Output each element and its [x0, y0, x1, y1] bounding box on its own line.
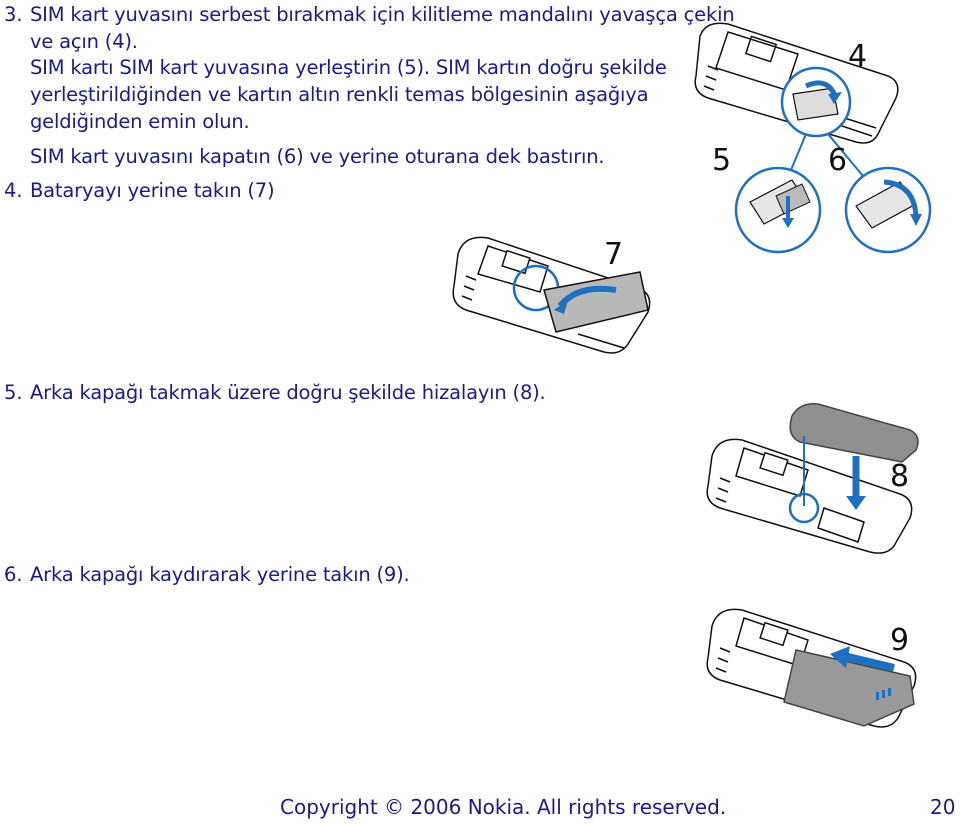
step-4-text: Bataryayı yerine takın (7) [30, 179, 275, 202]
step-6-text: Arka kapağı kaydırarak yerine takın (9). [30, 563, 410, 586]
step-3-line-5: geldiğinden emin olun. [30, 110, 250, 133]
battery [543, 271, 649, 333]
battery-insertion-illustration: 7 [448, 214, 660, 358]
step-5-number: 5. [4, 381, 23, 404]
slide-cover-illustration: 9 [704, 596, 934, 732]
callout-5: 5 [712, 143, 731, 178]
sim-insertion-illustration: 4 5 6 [688, 6, 954, 256]
callout-8: 8 [890, 459, 909, 494]
step-3-line-1: SIM kart yuvasını serbest bırakmak için … [30, 3, 735, 26]
step-3-number: 3. [4, 3, 23, 26]
step-3-line-2: ve açın (4). [30, 30, 138, 53]
step-4-number: 4. [4, 179, 23, 202]
step-3-line-4: yerleştirildiğinden ve kartın altın renk… [30, 83, 649, 106]
step-6-number: 6. [4, 563, 23, 586]
back-cover [789, 403, 919, 463]
callout-7: 7 [604, 237, 623, 272]
step-3-line-3: SIM kartı SIM kart yuvasına yerleştirin … [30, 56, 667, 79]
page-number: 20 [930, 795, 956, 819]
align-cover-illustration: 8 [704, 396, 924, 558]
callout-9: 9 [890, 623, 909, 658]
back-cover-slid [783, 649, 915, 727]
cover-hinge-circle [788, 492, 820, 524]
footer-copyright: Copyright © 2006 Nokia. All rights reser… [280, 795, 727, 819]
step-3-line-6: SIM kart yuvasını kapatın (6) ve yerine … [30, 145, 605, 168]
callout-6: 6 [828, 143, 847, 178]
callout-4: 4 [848, 39, 867, 74]
step-5-text: Arka kapağı takmak üzere doğru şekilde h… [30, 381, 546, 404]
